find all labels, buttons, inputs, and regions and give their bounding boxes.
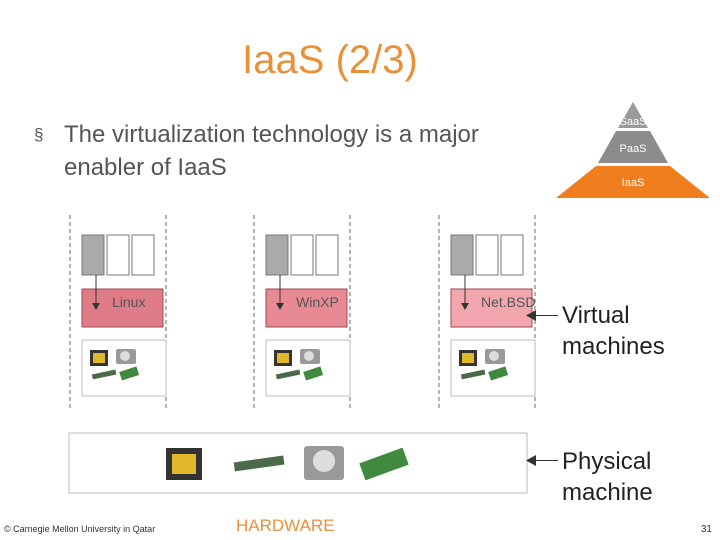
process-slot-active bbox=[82, 235, 104, 275]
pyramid-label-paas: PaaS bbox=[620, 143, 647, 155]
physical-arrow-head-icon bbox=[526, 455, 538, 466]
bullet-marker: § bbox=[34, 118, 43, 151]
virtual-harddisk-icon bbox=[116, 349, 136, 364]
process-slot bbox=[132, 235, 154, 275]
process-slot bbox=[107, 235, 129, 275]
vm-column: Net.BSD bbox=[439, 215, 535, 408]
virtual-label-line1: Virtual bbox=[562, 300, 665, 331]
process-slot bbox=[291, 235, 313, 275]
os-label: Linux bbox=[112, 294, 145, 310]
virtualization-diagram: Linux WinXP Net.BSD bbox=[56, 203, 544, 508]
physical-cpu-icon bbox=[166, 448, 202, 480]
footer-hardware: HARDWARE bbox=[236, 516, 335, 536]
physical-machine-box bbox=[69, 433, 527, 493]
virtual-hardware-box bbox=[266, 340, 350, 396]
cloud-service-pyramid: SaaS PaaS IaaS bbox=[556, 102, 710, 198]
virtual-hardware-box bbox=[451, 340, 535, 396]
physical-label-line2: machine bbox=[562, 477, 653, 508]
virtual-harddisk-icon bbox=[300, 349, 320, 364]
process-slot bbox=[501, 235, 523, 275]
page-number: 31 bbox=[690, 524, 712, 535]
bullet-point: § The virtualization technology is a maj… bbox=[34, 118, 554, 184]
vm-group: Linux WinXP Net.BSD bbox=[70, 215, 535, 408]
process-slot bbox=[476, 235, 498, 275]
os-label: Net.BSD bbox=[481, 294, 535, 310]
process-slot-active bbox=[266, 235, 288, 275]
physical-machine-label: Physical machine bbox=[562, 446, 653, 508]
process-slot bbox=[316, 235, 338, 275]
physical-label-line1: Physical bbox=[562, 446, 653, 477]
virtual-arrow-head-icon bbox=[526, 310, 538, 321]
pyramid-label-iaas: IaaS bbox=[622, 177, 645, 189]
virtual-hardware-box bbox=[82, 340, 166, 396]
process-slot-active bbox=[451, 235, 473, 275]
virtual-harddisk-icon bbox=[485, 349, 505, 364]
os-label: WinXP bbox=[296, 294, 339, 310]
footer-copyright: © Carnegie Mellon University in Qatar bbox=[4, 524, 155, 534]
physical-harddisk-icon bbox=[304, 446, 344, 480]
virtual-machines-label: Virtual machines bbox=[562, 300, 665, 362]
virtual-label-line2: machines bbox=[562, 331, 665, 362]
vm-column: Linux bbox=[70, 215, 166, 408]
virtual-cpu-icon bbox=[274, 350, 292, 366]
virtual-cpu-icon bbox=[459, 350, 477, 366]
virtual-cpu-icon bbox=[90, 350, 108, 366]
pyramid-label-saas: SaaS bbox=[620, 116, 647, 128]
bullet-text: The virtualization technology is a major… bbox=[64, 118, 554, 184]
vm-column: WinXP bbox=[254, 215, 350, 408]
slide-title: IaaS (2/3) bbox=[0, 38, 660, 83]
